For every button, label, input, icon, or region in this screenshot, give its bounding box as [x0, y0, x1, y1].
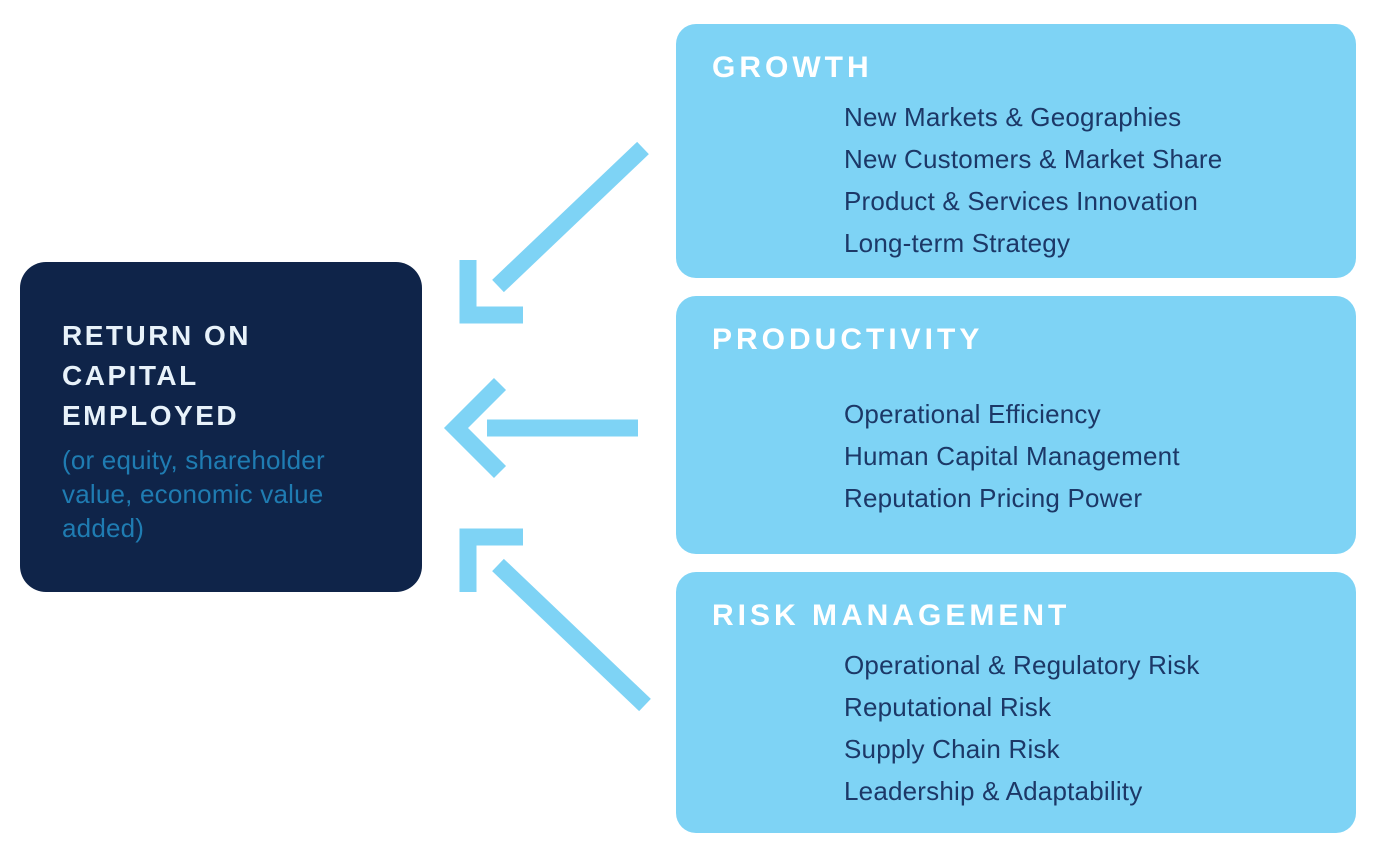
list-item: Operational Efficiency	[844, 399, 1101, 429]
driver-box-risk-management: RISK MANAGEMENT Operational & Regulatory…	[676, 572, 1356, 833]
roce-title: RETURN ON CAPITAL EMPLOYED	[62, 316, 382, 436]
driver-box-productivity: PRODUCTIVITY Operational Efficiency Huma…	[676, 296, 1356, 554]
driver-box-growth: GROWTH New Markets & Geographies New Cus…	[676, 24, 1356, 278]
list-item: Long-term Strategy	[844, 228, 1071, 258]
list-item: Leadership & Adaptability	[844, 776, 1143, 806]
roce-subtitle: (or equity, shareholder value, economic …	[62, 445, 325, 543]
roce-title-line-1: RETURN ON	[62, 320, 251, 351]
arrow-risk-to-roce-icon	[459, 528, 651, 712]
roce-title-line-3: EMPLOYED	[62, 400, 240, 431]
list-item: Supply Chain Risk	[844, 734, 1060, 764]
list-item: Reputational Risk	[844, 692, 1052, 722]
arrow-productivity-to-roce-icon	[443, 377, 638, 479]
list-item: Product & Services Innovation	[844, 186, 1199, 216]
list-item: Reputation Pricing Power	[844, 483, 1143, 513]
driver-title-risk-management: RISK MANAGEMENT	[712, 599, 1071, 632]
roce-title-line-2: CAPITAL	[62, 360, 199, 391]
driver-items-growth: New Markets & Geographies New Customers …	[844, 96, 1332, 264]
list-item: New Customers & Market Share	[844, 144, 1223, 174]
arrow-growth-to-roce-icon	[459, 141, 649, 324]
driver-items-risk-management: Operational & Regulatory Risk Reputation…	[844, 644, 1332, 812]
roce-box: RETURN ON CAPITAL EMPLOYED (or equity, s…	[20, 262, 422, 592]
list-item: Human Capital Management	[844, 441, 1180, 471]
driver-title-productivity: PRODUCTIVITY	[712, 323, 984, 356]
list-item: New Markets & Geographies	[844, 102, 1182, 132]
driver-items-productivity: Operational Efficiency Human Capital Man…	[844, 393, 1332, 519]
driver-title-growth: GROWTH	[712, 51, 873, 84]
list-item: Operational & Regulatory Risk	[844, 650, 1200, 680]
